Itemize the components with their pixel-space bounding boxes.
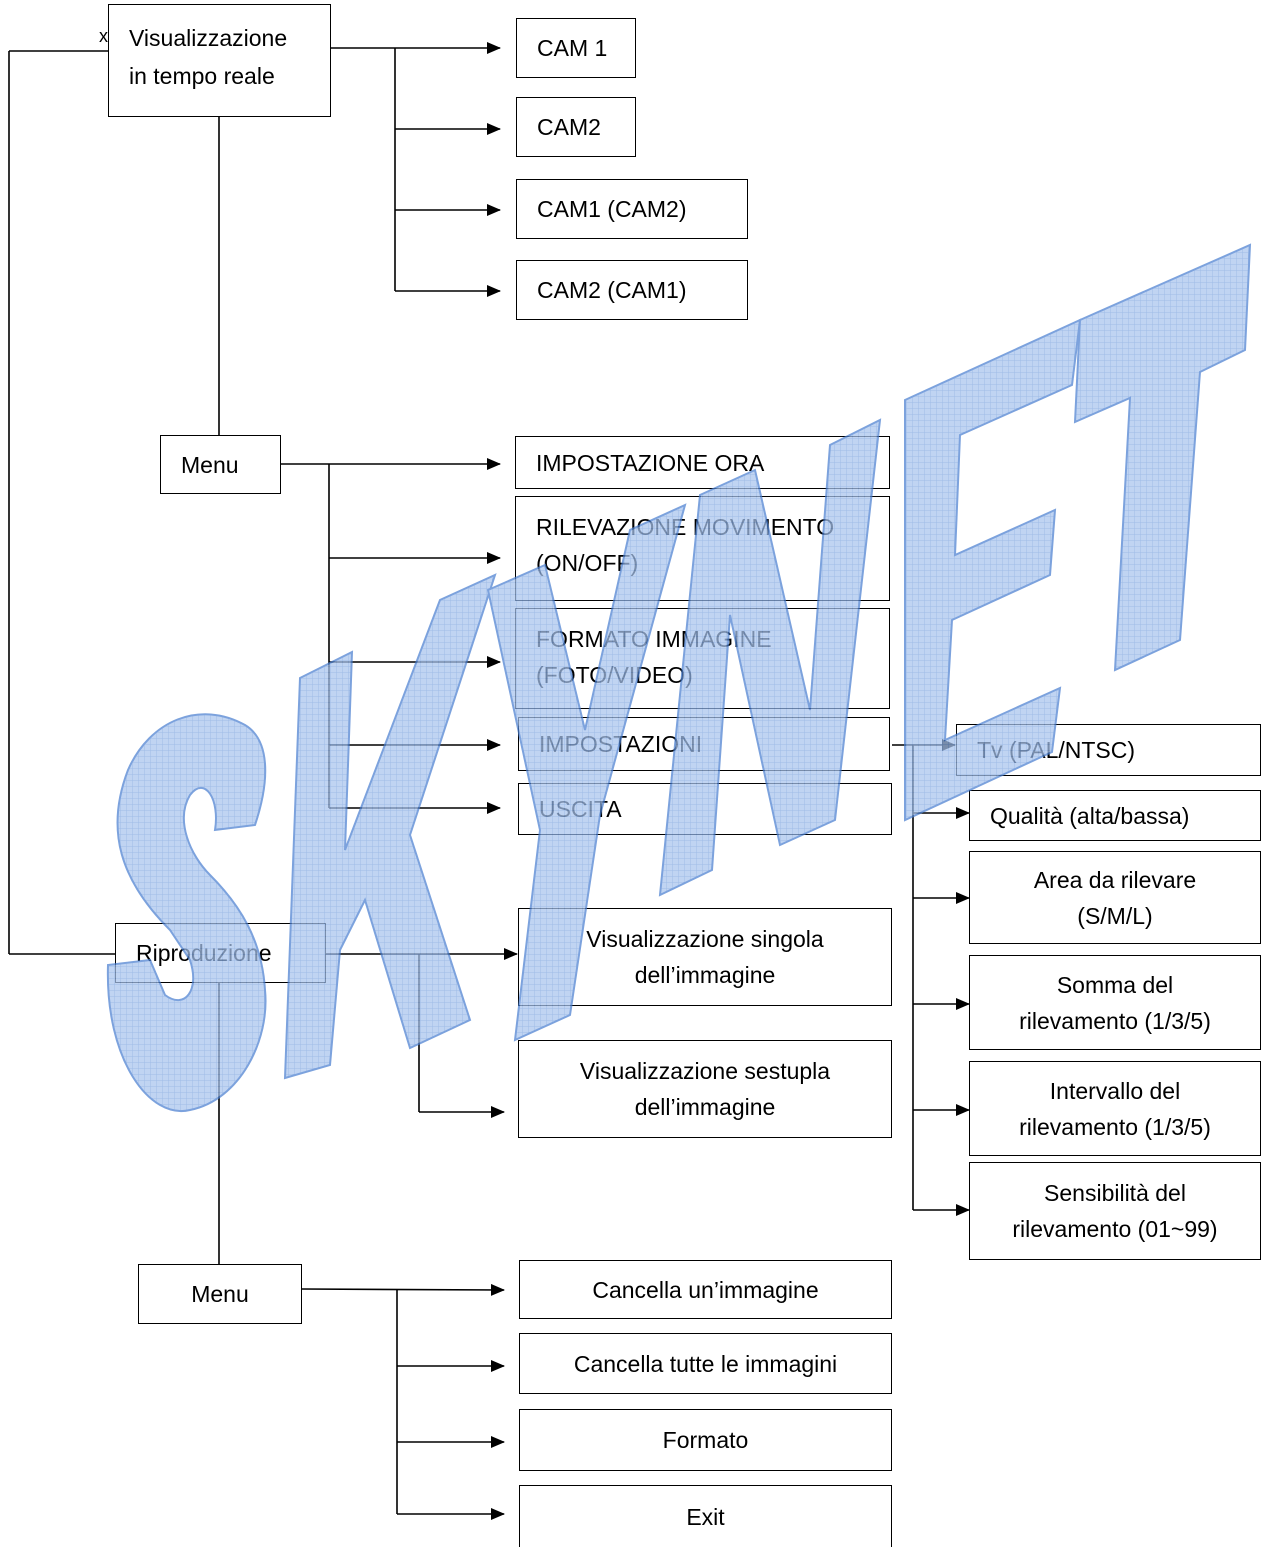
interval-line1: Intervallo del <box>1049 1077 1181 1104</box>
sensitivity-box: Sensibilità del rilevamento (01~99) <box>969 1162 1261 1260</box>
menu-live-box: Menu <box>160 435 281 494</box>
live-view-line2: in tempo reale <box>129 63 275 89</box>
delete-one-label: Cancella un’immagine <box>592 1276 819 1303</box>
live-view-line1: Visualizzazione <box>129 25 288 51</box>
tv-label: Tv (PAL/NTSC) <box>977 737 1136 763</box>
sum-box: Somma del rilevamento (1/3/5) <box>969 955 1261 1050</box>
six-view-line1: Visualizzazione sestupla <box>579 1058 831 1084</box>
image-format-line2: (FOTO/VIDEO) <box>536 662 693 688</box>
delete-all-box: Cancella tutte le immagini <box>519 1333 892 1394</box>
interval-box: Intervallo del rilevamento (1/3/5) <box>969 1061 1261 1156</box>
tv-box: Tv (PAL/NTSC) <box>956 724 1261 776</box>
format-label: Formato <box>662 1427 749 1453</box>
cam-2-1-label: CAM2 (CAM1) <box>537 277 687 303</box>
area-line1: Area da rilevare <box>1033 866 1197 893</box>
menu-playback-box: Menu <box>138 1264 302 1324</box>
cam-1-2-box: CAM1 (CAM2) <box>516 179 748 239</box>
single-view-box: Visualizzazione singola dell’immagine <box>518 908 892 1006</box>
format-box: Formato <box>519 1409 892 1471</box>
cam-2-1-box: CAM2 (CAM1) <box>516 260 748 320</box>
cam-2-label: CAM2 <box>537 114 601 140</box>
delete-one-box: Cancella un’immagine <box>519 1260 892 1319</box>
playback-label: Riproduzione <box>136 940 272 966</box>
interval-line2: rilevamento (1/3/5) <box>1019 1113 1211 1140</box>
settings-label: IMPOSTAZIONI <box>539 731 703 757</box>
playback-box: Riproduzione <box>115 923 326 983</box>
image-format-box: FORMATO IMMAGINE (FOTO/VIDEO) <box>515 608 890 709</box>
single-view-line1: Visualizzazione singola <box>586 926 824 952</box>
area-box: Area da rilevare (S/M/L) <box>969 851 1261 944</box>
exit-live-box: USCITA <box>518 783 892 835</box>
area-line2: (S/M/L) <box>1077 902 1153 929</box>
exit-live-label: USCITA <box>539 796 622 822</box>
quality-label: Qualità (alta/bassa) <box>990 802 1190 829</box>
time-setting-box: IMPOSTAZIONE ORA <box>515 436 890 489</box>
delete-all-label: Cancella tutte le immagini <box>573 1350 838 1377</box>
six-view-line2: dell’immagine <box>634 1094 776 1120</box>
sum-line1: Somma del <box>1056 971 1174 998</box>
stray-mark: x <box>99 26 108 46</box>
settings-box: IMPOSTAZIONI <box>518 717 890 771</box>
motion-box: RILEVAZIONE MOVIMENTO (ON/OFF) <box>515 496 890 601</box>
cam-1-2-label: CAM1 (CAM2) <box>537 196 687 222</box>
cam-1-box: CAM 1 <box>516 18 636 78</box>
six-view-box: Visualizzazione sestupla dell’immagine <box>518 1040 892 1138</box>
live-view-box: Visualizzazione in tempo reale <box>108 4 331 117</box>
exit-playback-box: Exit <box>519 1485 892 1547</box>
single-view-line2: dell’immagine <box>634 962 776 988</box>
exit-playback-label: Exit <box>686 1503 725 1530</box>
quality-box: Qualità (alta/bassa) <box>969 790 1261 841</box>
menu-live-label: Menu <box>181 451 239 478</box>
motion-line2: (ON/OFF) <box>536 550 639 576</box>
motion-line1: RILEVAZIONE MOVIMENTO <box>536 514 835 540</box>
sum-line2: rilevamento (1/3/5) <box>1019 1007 1211 1034</box>
sensitivity-line1: Sensibilità del <box>1044 1180 1186 1206</box>
menu-playback-label: Menu <box>191 1281 249 1307</box>
cam-1-label: CAM 1 <box>537 35 608 61</box>
sensitivity-line2: rilevamento (01~99) <box>1012 1216 1218 1242</box>
cam-2-box: CAM2 <box>516 97 636 157</box>
image-format-line1: FORMATO IMMAGINE <box>536 626 772 652</box>
time-setting-label: IMPOSTAZIONE ORA <box>536 449 765 476</box>
